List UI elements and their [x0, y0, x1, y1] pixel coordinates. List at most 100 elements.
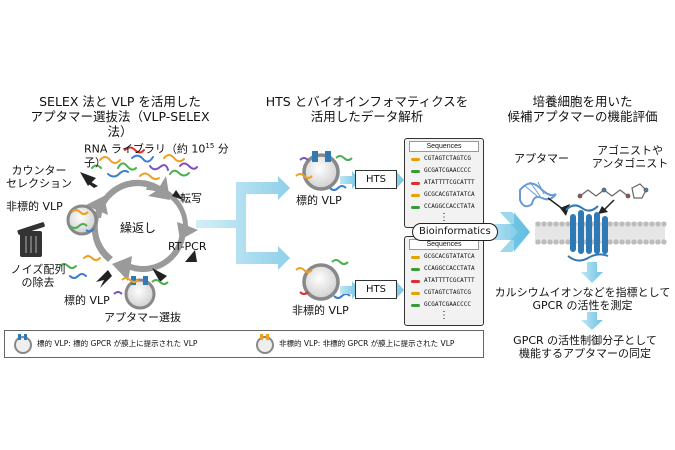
- col2-nontarget-vlp-label: 非標的 VLP: [292, 304, 349, 317]
- sequence-color-swatch: [411, 181, 420, 185]
- sequence-color-swatch: [411, 267, 420, 271]
- final-identification-label: GPCR の活性制御分子として 機能するアプタマーの同定: [500, 334, 670, 360]
- legend-box: 標的 VLP: 標的 GPCR が膜上に提示された VLP 非標的 VLP: 非…: [4, 330, 484, 358]
- sequence-text: GCGATCGAACCCC: [424, 301, 471, 308]
- agonist-line2: アンタゴニスト: [591, 157, 669, 170]
- membrane-lipid-head: [553, 239, 559, 245]
- sequence-text: GCGCACGTATATCA: [424, 253, 475, 260]
- flow-arrow-col1-to-col2: [196, 176, 290, 270]
- transcription-label: 転写: [180, 192, 202, 205]
- legend-nontarget-text: 非標的 VLP: 非標的 GPCR が膜上に提示された VLP: [279, 339, 455, 348]
- target-vlp-col2: [295, 151, 353, 191]
- hts-box-bottom: HTS: [355, 280, 397, 299]
- membrane-lipid-head: [643, 239, 649, 245]
- legend-target-vlp-icon: [14, 334, 32, 354]
- sequence-text: CGTAGTCTAGTCG: [424, 289, 471, 296]
- sequence-text: GCGATCGAACCCC: [424, 167, 471, 174]
- rna-scatter-bottom: [59, 255, 101, 279]
- col3-title-line1: 培養細胞を用いた: [532, 94, 633, 109]
- counter-selection-label: カウンター セレクション: [4, 164, 74, 190]
- gpcr-receptor-icon: [565, 204, 609, 262]
- col1-target-vlp-label: 標的 VLP: [64, 294, 110, 307]
- bottom-sequence-row: GCGCACGTATATCA: [405, 251, 483, 263]
- counter-selection-line2: セレクション: [6, 177, 72, 190]
- membrane-lipid-head: [637, 221, 643, 227]
- col1-title-line2: アプタマー選抜法（VLP-SELEX 法）: [30, 109, 210, 139]
- rtpcr-label: RT-PCR: [168, 240, 207, 253]
- aptamer-structure-icon: [519, 181, 557, 208]
- col2-title-line1: HTS とバイオインフォマティクスを: [265, 94, 469, 109]
- sequence-text: GCGCACGTATATCA: [424, 191, 475, 198]
- sequence-color-swatch: [411, 193, 420, 197]
- top-sequence-row: GCGATCGAACCCC: [405, 165, 483, 177]
- col1-black-arrows: [80, 172, 197, 288]
- agonist-label: アゴニストや アンタゴニスト: [590, 144, 670, 170]
- col1-nontarget-vlp-label: 非標的 VLP: [6, 200, 63, 213]
- aptamer-selection-label: アプタマー選抜: [104, 311, 181, 324]
- rna-library-label: RNA ライブラリ（約 1015 分子）: [84, 140, 234, 169]
- bottom-sequence-row: ATATTTTCGCATTT: [405, 275, 483, 287]
- membrane-lipid-head: [655, 221, 661, 227]
- membrane-lipid-head: [619, 239, 625, 245]
- col1-title: SELEX 法と VLP を活用した アプタマー選抜法（VLP-SELEX 法）: [30, 94, 210, 139]
- target-vlp-col1: [113, 276, 169, 310]
- agonist-line1: アゴニストや: [597, 144, 663, 157]
- legend-nontarget-vlp-icon: [256, 334, 274, 354]
- noise-removal-line2: の除去: [21, 276, 55, 289]
- col2-target-vlp-label: 標的 VLP: [296, 194, 342, 207]
- sequence-text: CCAGGCCACCTATA: [424, 203, 475, 210]
- agonist-molecule-icon: [577, 183, 649, 199]
- membrane-lipid-head: [613, 221, 619, 227]
- trash-bin-icon: [17, 222, 45, 257]
- cell-membrane: [535, 221, 667, 245]
- membrane-lipid-head: [649, 221, 655, 227]
- membrane-lipid-head: [553, 221, 559, 227]
- membrane-lipid-head: [661, 221, 667, 227]
- membrane-lipid-head: [541, 239, 547, 245]
- calcium-line1: カルシウムイオンなどを指標として: [494, 286, 671, 299]
- membrane-lipid-head: [547, 239, 553, 245]
- sequence-rows-top: CGTAGTCTAGTCG GCGATCGAACCCC ATATTTTCGCATTT…: [405, 153, 483, 213]
- sequence-list-top-ellipsis: ⋮: [439, 212, 449, 223]
- membrane-lipid-head: [631, 239, 637, 245]
- membrane-lipid-head: [607, 221, 613, 227]
- counter-selection-line1: カウンター: [11, 164, 67, 177]
- membrane-lipid-head: [535, 221, 541, 227]
- col2-title: HTS とバイオインフォマティクスを 活用したデータ解析: [262, 94, 472, 124]
- bioinformatics-label: Bioinformatics: [412, 223, 498, 241]
- nontarget-vlp-col2: [295, 259, 351, 301]
- membrane-lipid-head: [637, 239, 643, 245]
- membrane-lipid-head: [559, 239, 565, 245]
- membrane-lipid-head: [607, 239, 613, 245]
- flow-arrow-col2-to-col3: [484, 212, 530, 252]
- membrane-lipid-head: [619, 221, 625, 227]
- top-sequence-row: CCAGGCCACCTATA: [405, 201, 483, 213]
- ligand-arrows: [547, 197, 615, 216]
- repeat-cycle-arrows: [86, 176, 198, 281]
- col3-title: 培養細胞を用いた 候補アプタマーの機能評価: [495, 94, 670, 124]
- sequence-color-swatch: [411, 255, 420, 259]
- top-sequence-row: GCGCACGTATATCA: [405, 189, 483, 201]
- calcium-line2: GPCR の活性を測定: [532, 299, 633, 312]
- membrane-lipid-head: [565, 239, 571, 245]
- sequence-color-swatch: [411, 279, 420, 283]
- legend-target-text: 標的 VLP: 標的 GPCR が膜上に提示された VLP: [37, 339, 198, 348]
- membrane-lipid-head: [565, 221, 571, 227]
- membrane-lipid-head: [559, 221, 565, 227]
- membrane-lipid-head: [547, 221, 553, 227]
- membrane-lipid-head: [661, 239, 667, 245]
- sequence-text: CCAGGCCACCTATA: [424, 265, 475, 272]
- bottom-sequence-row: CGTAGTCTAGTCG: [405, 287, 483, 299]
- membrane-lipid-head: [613, 239, 619, 245]
- sequence-color-swatch: [411, 157, 420, 161]
- sequence-list-bottom-ellipsis: ⋮: [439, 310, 449, 321]
- repeat-label: 繰返し: [120, 221, 157, 235]
- membrane-lipid-head: [649, 239, 655, 245]
- sequence-text: ATATTTTCGCATTT: [424, 179, 475, 186]
- bottom-sequence-row: CCAGGCCACCTATA: [405, 263, 483, 275]
- top-sequence-row: CGTAGTCTAGTCG: [405, 153, 483, 165]
- membrane-lipid-head: [643, 221, 649, 227]
- col1-title-line1: SELEX 法と VLP を活用した: [39, 94, 201, 109]
- membrane-lipid-head: [625, 221, 631, 227]
